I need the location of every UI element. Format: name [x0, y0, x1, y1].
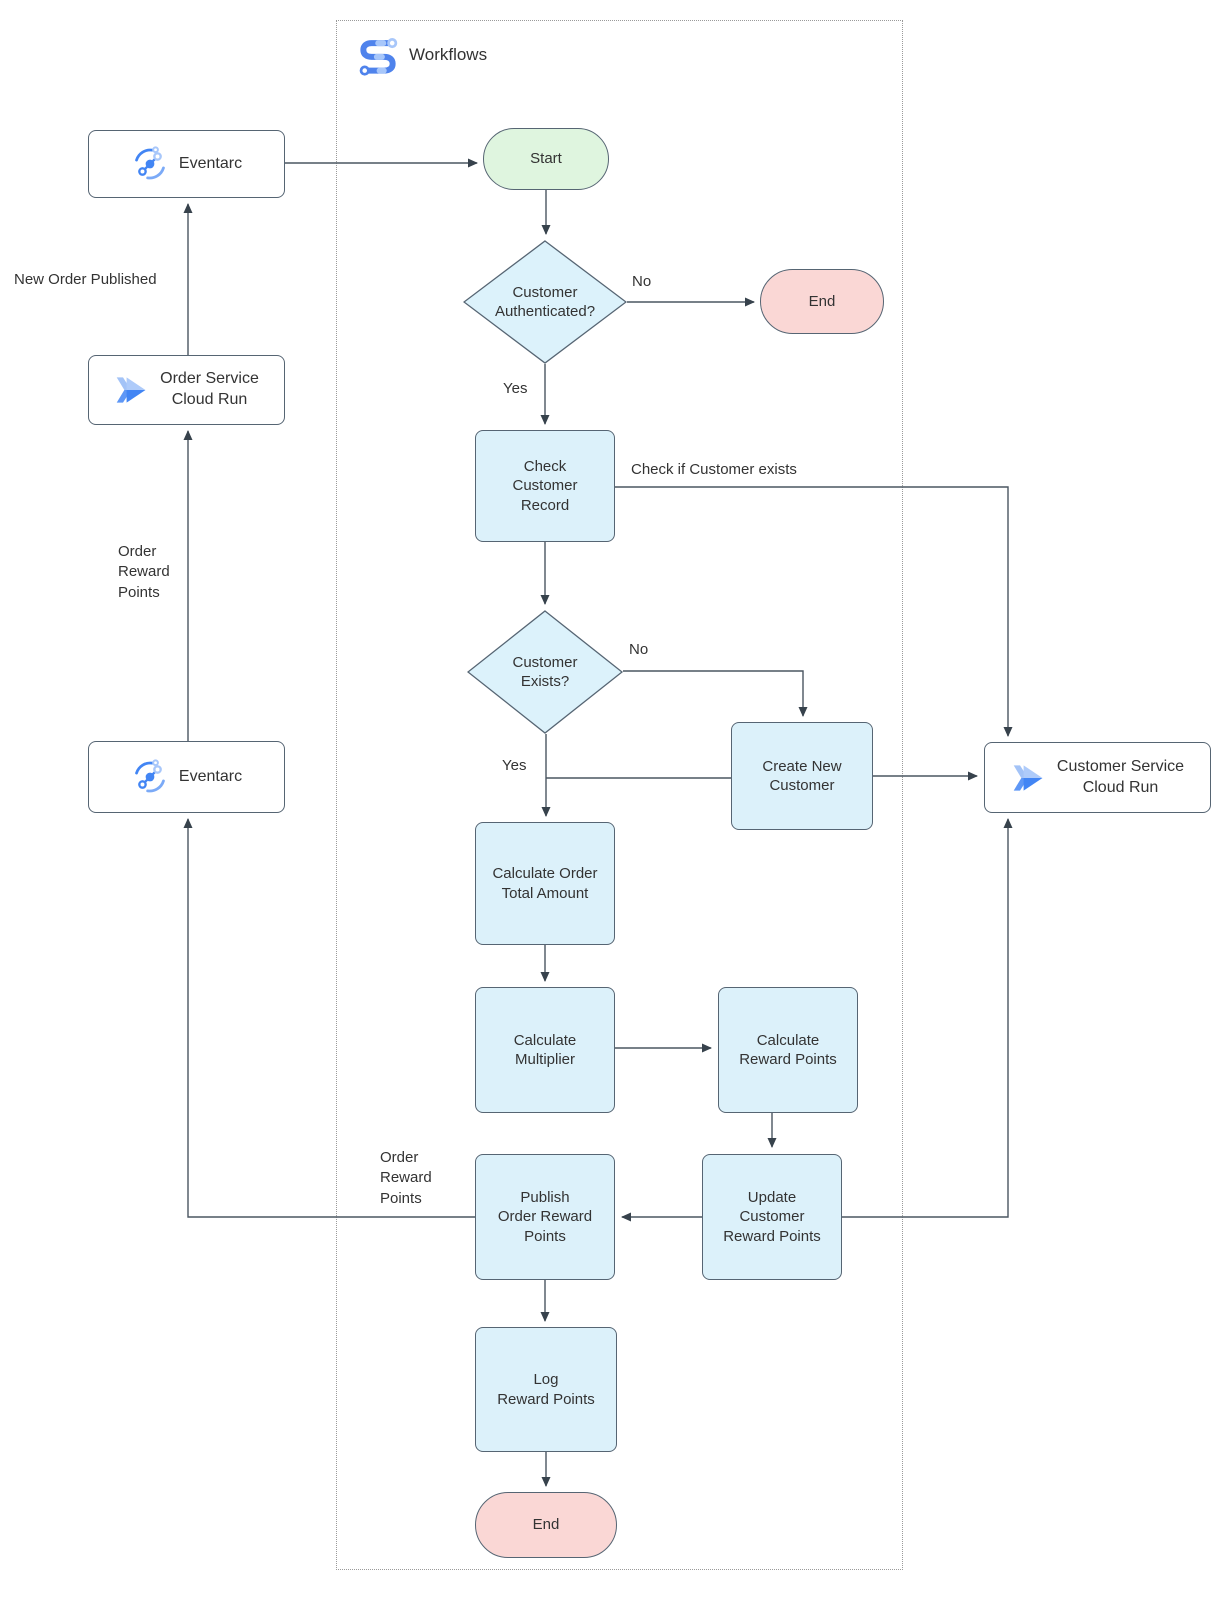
edge-customer-exists-no-to-create-new [623, 670, 808, 717]
node-label: Eventarc [178, 767, 243, 785]
diamond-shape [463, 240, 627, 364]
edge-label-yes-authenticated: Yes [503, 380, 528, 397]
workflows-icon [359, 38, 398, 76]
edge-label-no-authenticated: No [632, 273, 652, 290]
workflows-group-title: Workflows [409, 45, 488, 64]
edge-label-new-order-published: New Order Published [14, 271, 157, 288]
node-calculate-multiplier[interactable]: Calculate Multiplier [475, 987, 615, 1113]
edge-check-to-customer-service [615, 486, 1013, 737]
workflows-group-header: Workflows [356, 33, 487, 77]
node-label: Start [530, 150, 562, 168]
node-label: Calculate Multiplier [513, 1031, 577, 1069]
node-label: Publish Order Reward Points [497, 1188, 593, 1245]
node-label: Check Customer Record [512, 457, 578, 514]
node-label: End [532, 1516, 560, 1534]
node-customer-authenticated-decision[interactable]: Customer Authenticated? [463, 240, 627, 364]
node-end-bottom[interactable]: End [475, 1492, 617, 1558]
cloud-run-icon [1013, 764, 1043, 791]
node-calculate-reward-points[interactable]: Calculate Reward Points [718, 987, 858, 1113]
node-label: Customer Service Cloud Run [1056, 757, 1185, 796]
node-label: Customer Exists? [512, 653, 578, 691]
edge-publish-to-eventarc [183, 818, 475, 1218]
node-update-customer-reward-points[interactable]: Update Customer Reward Points [702, 1154, 842, 1280]
edge-label-yes-exists: Yes [502, 757, 527, 774]
node-publish-order-reward-points[interactable]: Publish Order Reward Points [475, 1154, 615, 1280]
node-calculate-order-total[interactable]: Calculate Order Total Amount [475, 822, 615, 945]
edge-update-to-customer-service [842, 818, 1013, 1218]
workflows-group-container [336, 20, 903, 1570]
node-label: Eventarc [178, 154, 243, 172]
node-label: Create New Customer [762, 757, 842, 795]
node-eventarc-bottom[interactable]: Eventarc [88, 741, 285, 813]
eventarc-icon [135, 146, 165, 180]
edge-label-no-exists: No [629, 641, 649, 658]
cloud-run-icon [116, 377, 146, 403]
node-order-service-cloud-run[interactable]: Order Service Cloud Run [88, 355, 285, 425]
node-log-reward-points[interactable]: Log Reward Points [475, 1327, 617, 1452]
node-label: Order Service Cloud Run [160, 370, 259, 408]
node-label: Calculate Order Total Amount [492, 865, 598, 902]
node-check-customer-record[interactable]: Check Customer Record [475, 430, 615, 542]
node-label: Update Customer Reward Points [723, 1188, 821, 1245]
node-customer-service-cloud-run[interactable]: Customer Service Cloud Run [984, 742, 1211, 813]
eventarc-icon [135, 759, 165, 793]
diamond-shape [467, 610, 623, 734]
node-end-top[interactable]: End [760, 269, 884, 334]
node-customer-exists-decision[interactable]: Customer Exists? [467, 610, 623, 734]
node-create-new-customer[interactable]: Create New Customer [731, 722, 873, 830]
edge-label-order-reward-points-left: Order Reward Points [118, 543, 170, 601]
node-start[interactable]: Start [483, 128, 609, 190]
node-label: Customer Authenticated? [494, 283, 596, 321]
edge-label-check-if-customer-exists: Check if Customer exists [631, 461, 797, 478]
edge-label-order-reward-points-right: Order Reward Points [380, 1149, 432, 1207]
node-eventarc-top[interactable]: Eventarc [88, 130, 285, 198]
node-label: Log Reward Points [497, 1371, 595, 1408]
node-label: End [808, 292, 836, 310]
node-label: Calculate Reward Points [739, 1031, 837, 1069]
